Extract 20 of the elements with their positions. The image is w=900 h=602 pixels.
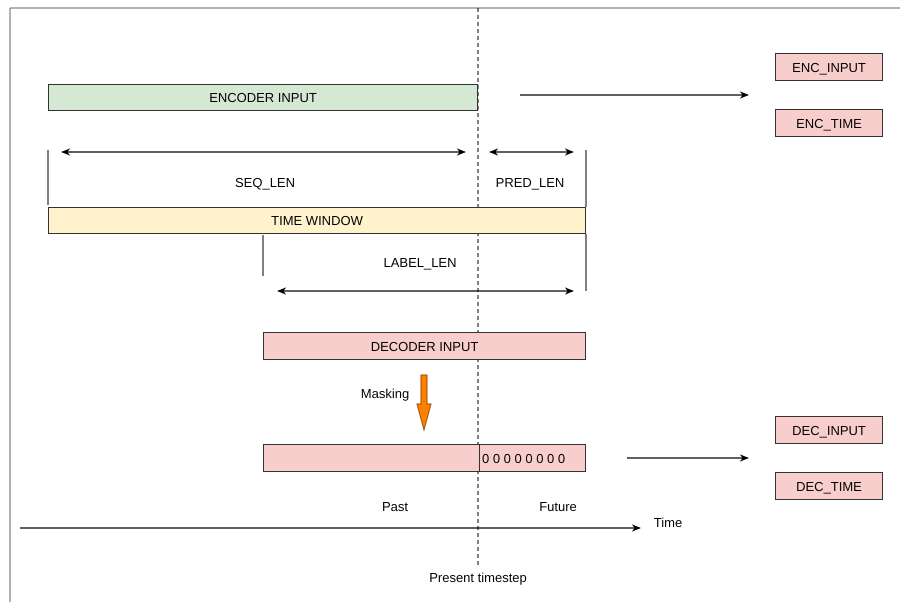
- input-bar: DEC_TIME: [775, 472, 883, 500]
- axis-label: Future: [539, 499, 577, 514]
- dimension-label: LABEL_LEN: [384, 255, 456, 270]
- input-bar: DECODER INPUT: [263, 332, 586, 360]
- edge-label: Masking: [360, 386, 410, 401]
- dimension-label: SEQ_LEN: [235, 175, 295, 190]
- zero-padding-text: 0 0 0 0 0 0 0 0: [482, 450, 566, 466]
- input-bar: DEC_INPUT: [775, 416, 883, 444]
- dimension-label: PRED_LEN: [496, 175, 564, 190]
- masked-sequence-bar: [263, 444, 586, 472]
- input-bar: ENC_TIME: [775, 109, 883, 137]
- axis-label: Time: [654, 515, 682, 530]
- axis-label: Present timestep: [429, 570, 527, 585]
- axis-label: Past: [382, 499, 408, 514]
- arrow: [520, 91, 749, 99]
- input-bar: TIME WINDOW: [48, 207, 586, 234]
- input-bar: ENC_INPUT: [775, 53, 883, 81]
- input-bar: ENCODER INPUT: [48, 84, 478, 111]
- block-arrow: [416, 374, 432, 432]
- arrow: [627, 454, 749, 462]
